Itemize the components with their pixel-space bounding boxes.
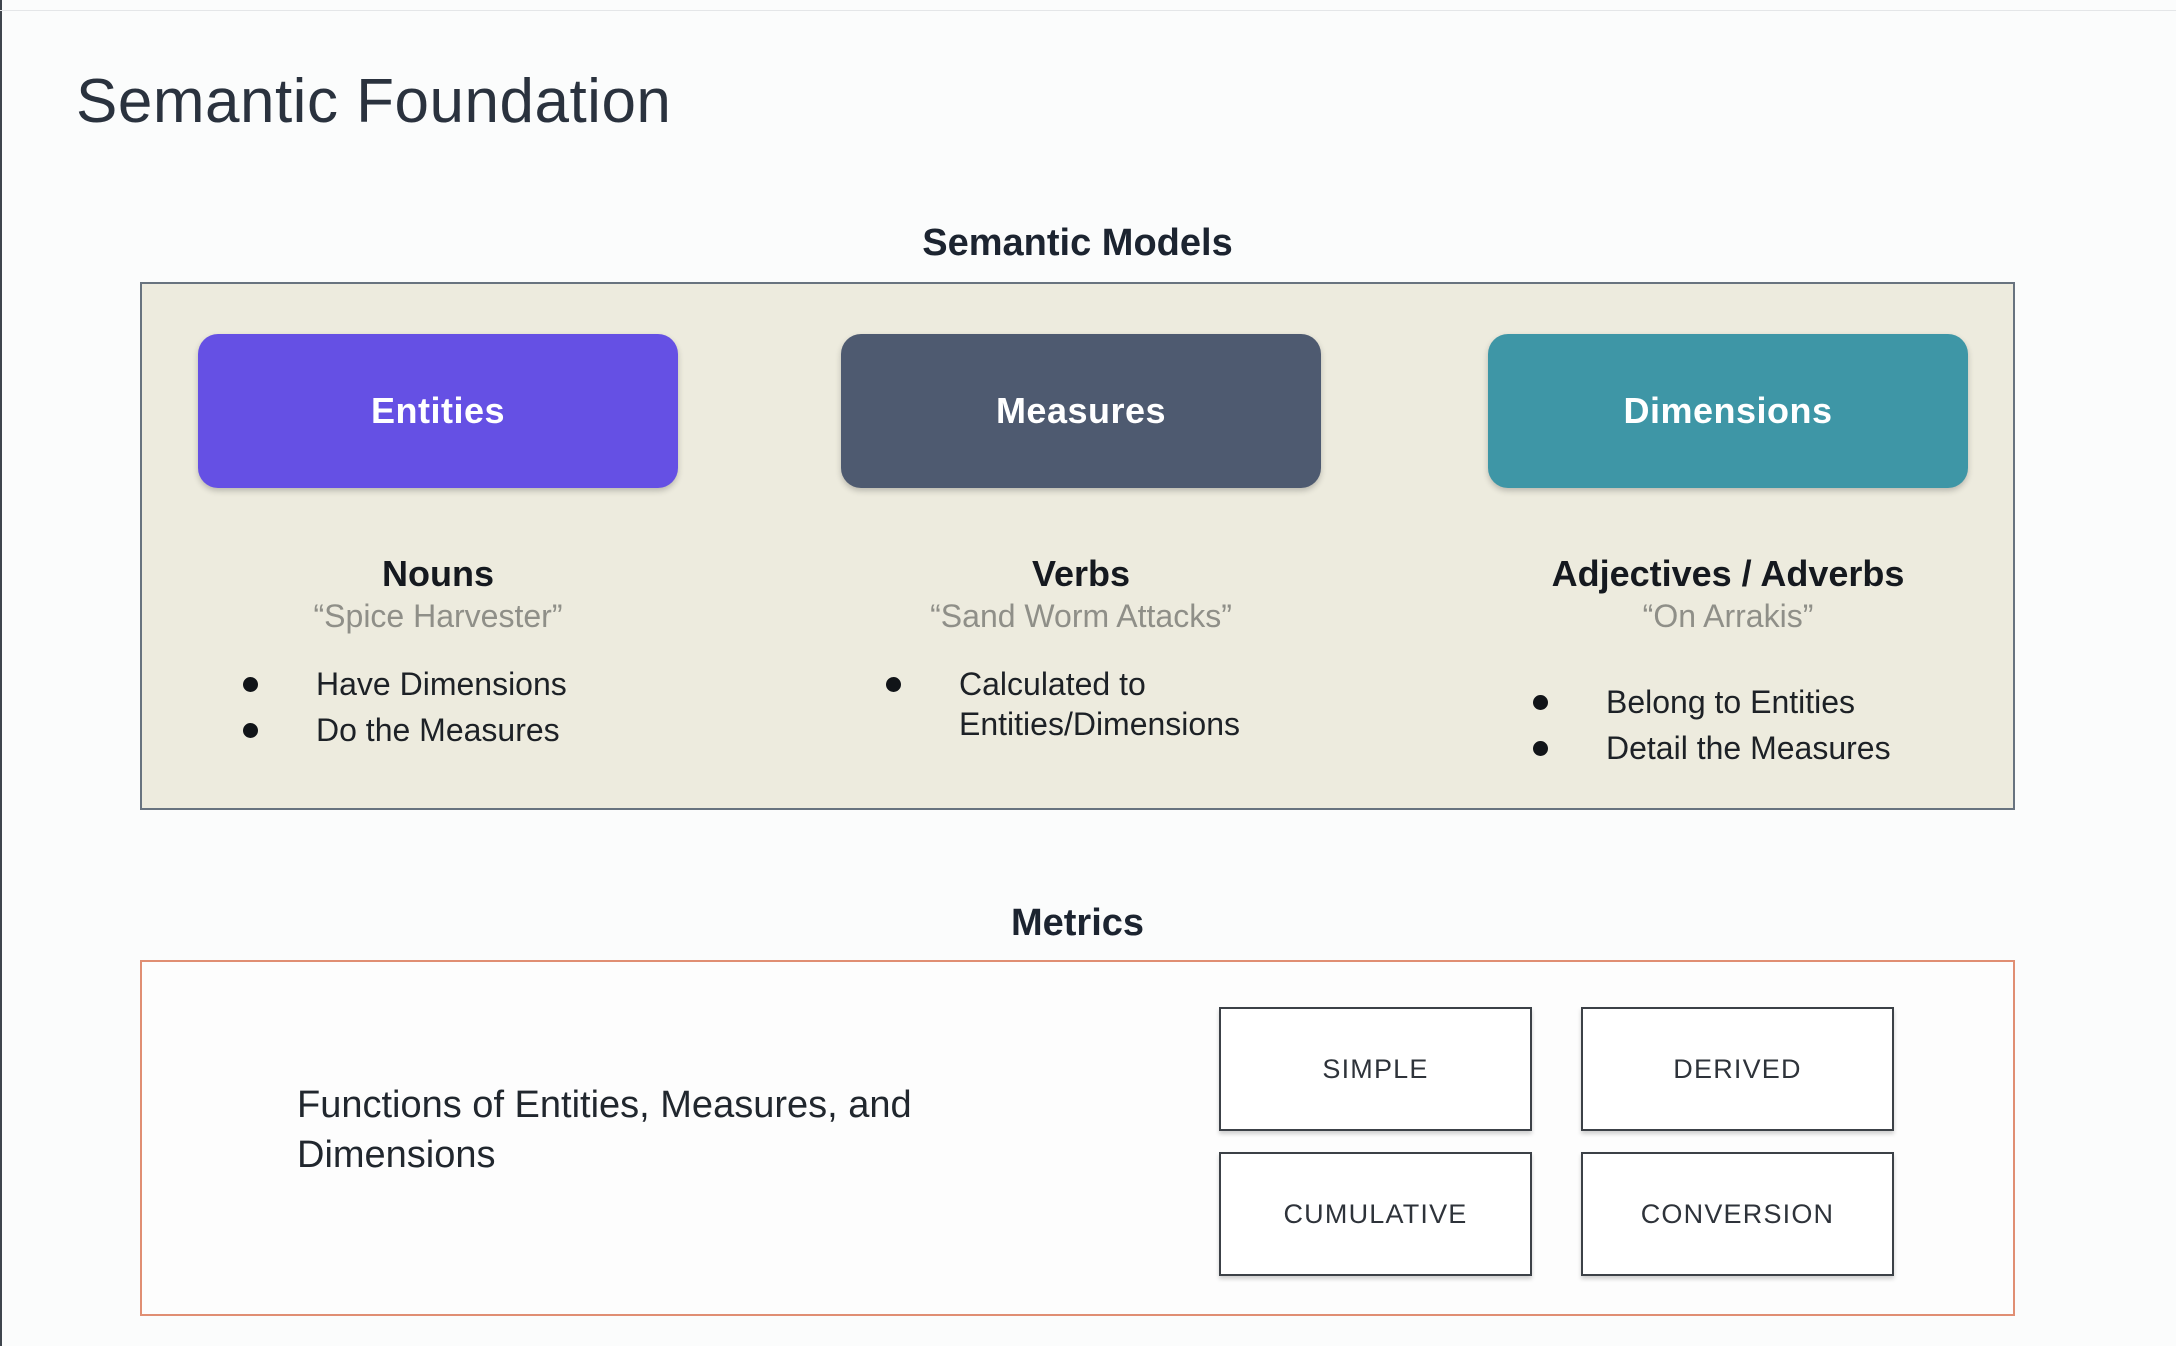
dimensions-pill: Dimensions bbox=[1488, 334, 1968, 488]
entities-bullet-list: Have Dimensions Do the Measures bbox=[243, 664, 643, 756]
measures-example-quote: “Sand Worm Attacks” bbox=[930, 598, 1232, 634]
entities-example-quote: “Spice Harvester” bbox=[313, 598, 563, 634]
bullet-text: Detail the Measures bbox=[1606, 730, 1891, 766]
semantic-models-panel: Entities Nouns “Spice Harvester” Have Di… bbox=[140, 282, 2015, 810]
metrics-heading: Metrics bbox=[1010, 902, 1145, 944]
entities-pill-label: Entities bbox=[370, 390, 506, 431]
entities-pill: Entities bbox=[198, 334, 678, 488]
bullet-dot-icon bbox=[1533, 695, 1548, 710]
bullet-dot-icon bbox=[243, 723, 258, 738]
metric-type-label: DERIVED bbox=[1673, 1053, 1802, 1084]
window-top-edge bbox=[0, 10, 2176, 11]
dimensions-column: Dimensions Adjectives / Adverbs “On Arra… bbox=[1488, 284, 1968, 808]
bullet-dot-icon bbox=[1533, 741, 1548, 756]
measures-column: Measures Verbs “Sand Worm Attacks” Calcu… bbox=[841, 284, 1321, 808]
bullet-text: Belong to Entities bbox=[1606, 684, 1856, 720]
window-left-edge bbox=[0, 0, 2, 1346]
dimensions-role-heading: Adjectives / Adverbs bbox=[1551, 553, 1905, 594]
metric-type-box-cumulative: CUMULATIVE bbox=[1219, 1152, 1532, 1276]
bullet-text: Have Dimensions bbox=[316, 666, 567, 702]
list-item: Calculated to Entities/Dimensions bbox=[886, 664, 1286, 744]
metrics-description: Functions of Entities, Measures, and Dim… bbox=[297, 1084, 912, 1176]
bullet-text: Do the Measures bbox=[316, 712, 560, 748]
bullet-dot-icon bbox=[243, 677, 258, 692]
metric-type-box-conversion: CONVERSION bbox=[1581, 1152, 1894, 1276]
entities-role-heading: Nouns bbox=[382, 553, 494, 594]
bullet-text: Calculated to Entities/Dimensions bbox=[959, 666, 1240, 742]
list-item: Do the Measures bbox=[243, 710, 643, 750]
list-item: Have Dimensions bbox=[243, 664, 643, 704]
measures-pill-label: Measures bbox=[995, 390, 1167, 431]
bullet-dot-icon bbox=[886, 677, 901, 692]
list-item: Belong to Entities bbox=[1533, 682, 1933, 722]
measures-bullet-list: Calculated to Entities/Dimensions bbox=[886, 664, 1286, 750]
metric-type-label: CONVERSION bbox=[1640, 1198, 1835, 1229]
dimensions-example-quote: “On Arrakis” bbox=[1642, 598, 1814, 634]
dimensions-bullet-list: Belong to Entities Detail the Measures bbox=[1533, 682, 1933, 774]
metric-type-label: CUMULATIVE bbox=[1283, 1198, 1468, 1229]
semantic-models-heading: Semantic Models bbox=[922, 222, 1233, 264]
metric-type-label: SIMPLE bbox=[1322, 1053, 1429, 1084]
metric-type-box-derived: DERIVED bbox=[1581, 1007, 1894, 1131]
entities-column: Entities Nouns “Spice Harvester” Have Di… bbox=[198, 284, 678, 808]
page-title: Semantic Foundation bbox=[76, 67, 672, 136]
list-item: Detail the Measures bbox=[1533, 728, 1933, 768]
dimensions-pill-label: Dimensions bbox=[1623, 390, 1833, 431]
metrics-panel: Functions of Entities, Measures, and Dim… bbox=[140, 960, 2015, 1316]
metric-type-box-simple: SIMPLE bbox=[1219, 1007, 1532, 1131]
measures-pill: Measures bbox=[841, 334, 1321, 488]
measures-role-heading: Verbs bbox=[1031, 553, 1131, 594]
